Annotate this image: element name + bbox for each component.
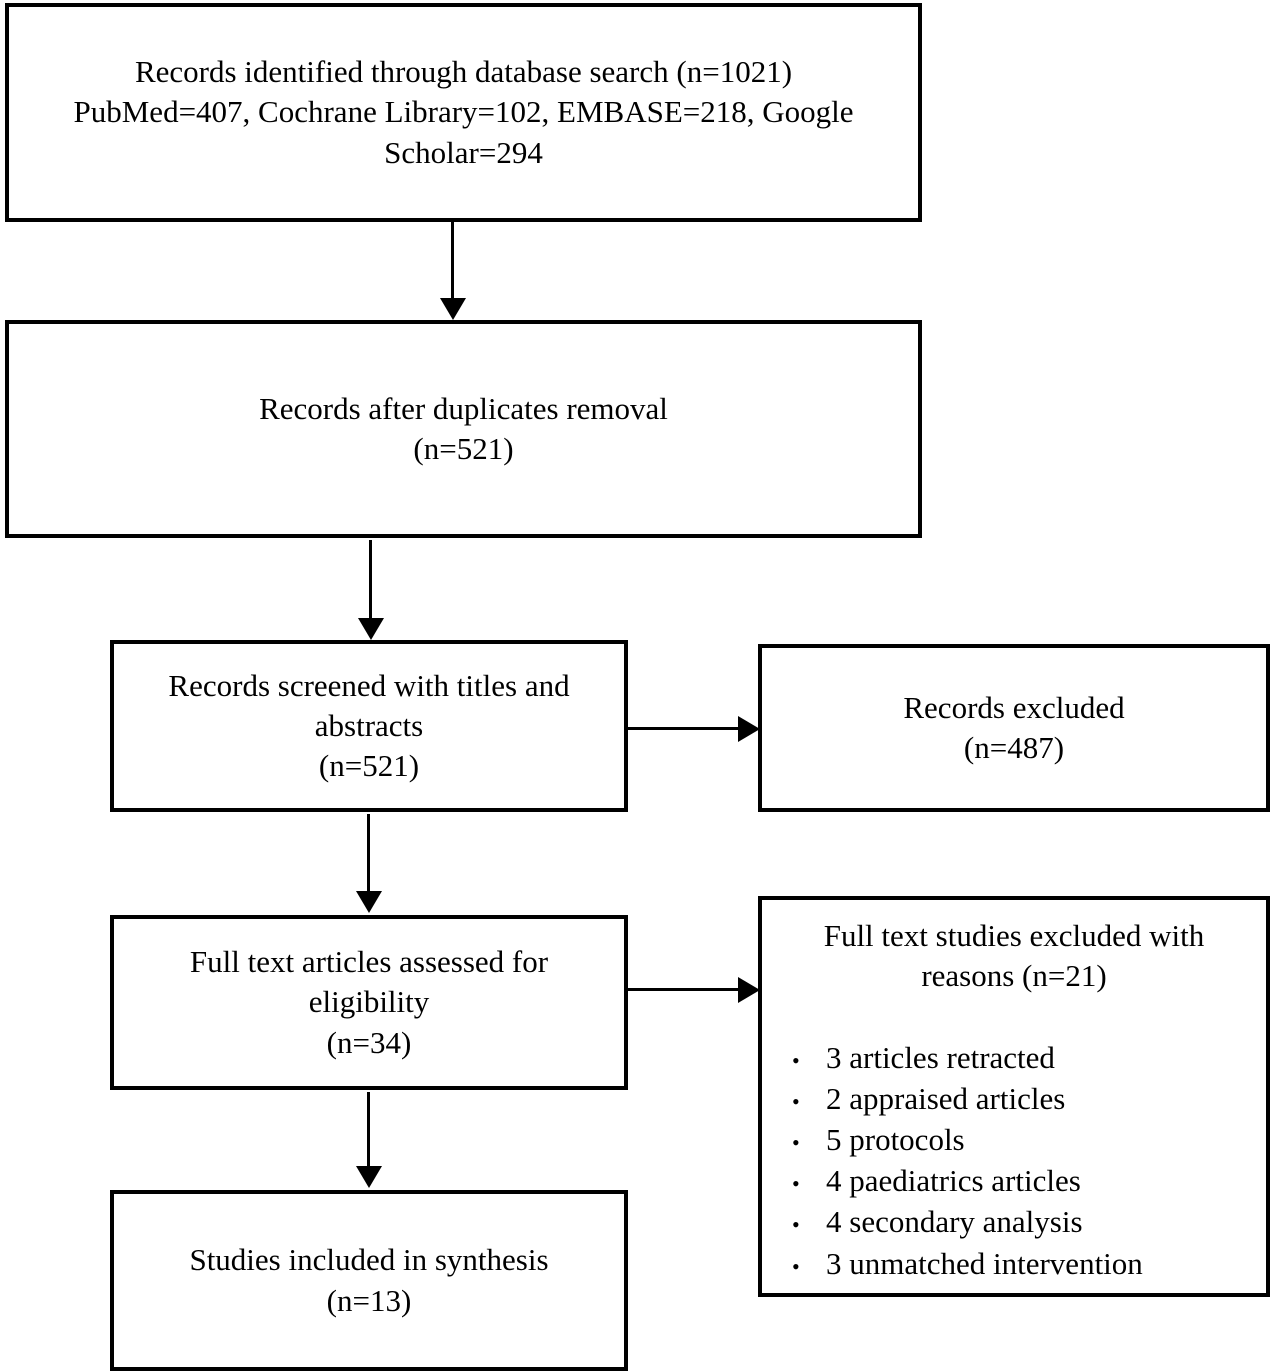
bullet-icon: • xyxy=(792,1130,800,1156)
arrow-head-down-icon xyxy=(356,891,382,913)
list-item-label: 2 appraised articles xyxy=(826,1080,1066,1116)
arrow-shaft xyxy=(369,540,372,620)
arrow-shaft xyxy=(367,814,370,893)
arrow-head-right-icon xyxy=(738,716,760,742)
bullet-icon: • xyxy=(792,1088,800,1114)
box-fulltext-excluded-heading: Full text studies excluded with reasons … xyxy=(823,918,1205,994)
list-item-label: 3 unmatched intervention xyxy=(826,1245,1143,1281)
box-fulltext-excluded-with-reasons: Full text studies excluded with reasons … xyxy=(758,896,1270,1297)
bullet-icon: • xyxy=(792,1047,800,1073)
arrow-head-right-icon xyxy=(738,977,760,1003)
exclusion-reasons-list: • 3 articles retracted • 2 appraised art… xyxy=(762,1037,1266,1284)
box-records-excluded-text: Records excluded (n=487) xyxy=(903,689,1125,765)
list-item: • 4 secondary analysis xyxy=(792,1201,1266,1242)
box-records-excluded: Records excluded (n=487) xyxy=(758,644,1270,812)
box-records-identified: Records identified through database sear… xyxy=(5,3,922,222)
box-records-screened: Records screened with titles and abstrac… xyxy=(110,640,628,812)
bullet-icon: • xyxy=(792,1171,800,1197)
arrow-shaft xyxy=(628,727,740,730)
arrow-head-down-icon xyxy=(356,1166,382,1188)
box-fulltext-assessed-text: Full text articles assessed for eligibil… xyxy=(189,944,549,1060)
box-records-identified-text: Records identified through database sear… xyxy=(73,54,854,170)
list-item-label: 5 protocols xyxy=(826,1122,965,1158)
list-item-label: 4 secondary analysis xyxy=(826,1204,1083,1240)
arrow-shaft xyxy=(451,222,454,300)
box-studies-included-text: Studies included in synthesis (n=13) xyxy=(189,1242,549,1318)
bullet-icon: • xyxy=(792,1212,800,1238)
arrow-head-down-icon xyxy=(358,618,384,640)
list-item-label: 4 paediatrics articles xyxy=(826,1163,1081,1199)
arrow-shaft xyxy=(628,988,740,991)
arrow-head-down-icon xyxy=(440,298,466,320)
list-item: • 4 paediatrics articles xyxy=(792,1160,1266,1201)
arrow-shaft xyxy=(367,1092,370,1168)
list-item-label: 3 articles retracted xyxy=(826,1039,1055,1075)
box-fulltext-assessed: Full text articles assessed for eligibil… xyxy=(110,915,628,1090)
box-records-after-duplicates-removal: Records after duplicates removal (n=521) xyxy=(5,320,922,538)
list-item: • 3 articles retracted xyxy=(792,1037,1266,1078)
list-item: • 5 protocols xyxy=(792,1119,1266,1160)
list-item: • 3 unmatched intervention xyxy=(792,1243,1266,1284)
list-item: • 2 appraised articles xyxy=(792,1078,1266,1119)
bullet-icon: • xyxy=(792,1253,800,1279)
box-studies-included: Studies included in synthesis (n=13) xyxy=(110,1190,628,1371)
box-records-screened-text: Records screened with titles and abstrac… xyxy=(168,667,570,784)
box-records-after-duplicates-removal-text: Records after duplicates removal (n=521) xyxy=(259,390,668,466)
